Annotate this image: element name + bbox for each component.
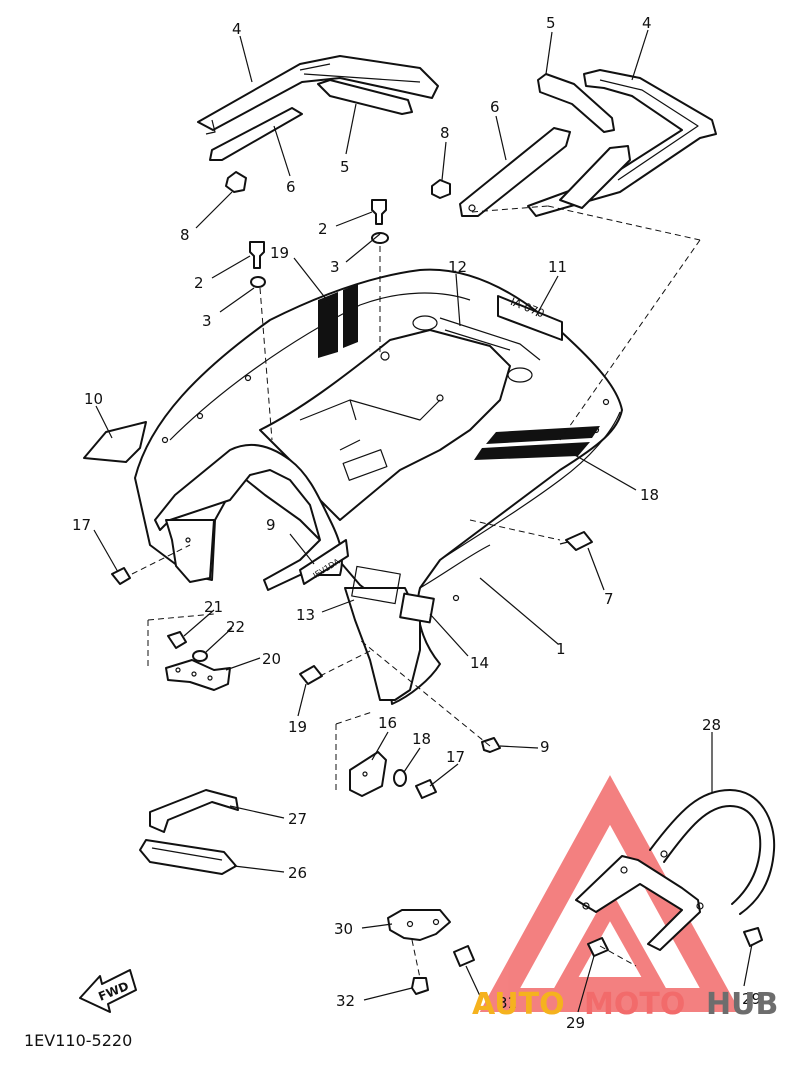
callout-22: 22 [226,618,245,636]
part-29-bolt-right [743,927,763,947]
callout-26: 26 [288,864,307,882]
callout-12: 11 [548,258,567,276]
part-8-nut-left [225,171,247,193]
part-23-side-plate [165,519,215,583]
callout-11: 10 [84,390,103,408]
callout-14: 13 [296,606,315,624]
part-28-grab-bar [575,789,776,951]
part-29-bolt-left [587,937,609,957]
callout-23: 17 [72,516,91,534]
fwd-arrow-icon: FWD [79,969,137,1013]
part-21-bolt [167,631,187,649]
callout-10: 9 [266,516,276,534]
callout-6: 6 [490,98,500,116]
callout-leader-lines [93,29,753,1013]
callout-8: 8 [440,124,450,142]
assembly-guide-lines [131,205,701,979]
callout-18: 18 [412,730,431,748]
callout-16: 16 [378,714,397,732]
part-26-pad [139,839,237,875]
callout-2: 2 [194,274,204,292]
callout-5: 5 [340,158,350,176]
part-23-bolt [111,567,131,585]
part-4-right-rail [527,69,717,217]
watermark-hub: HUB [706,987,778,1022]
part-31-bolt [453,945,475,967]
callout-30: 30 [334,920,353,938]
callout-5: 5 [546,14,556,32]
callout-9: 9 [540,738,550,756]
part-2-bolt-left [249,241,265,269]
part-4-left-rail [197,55,439,135]
part-17-bolt [415,779,437,799]
part-20-hinge-plate [165,659,231,691]
callout-2: 2 [318,220,328,238]
callout-29: 29 [566,1014,585,1032]
callout-13: 12 [448,258,467,276]
part-6-right-stay [459,127,571,217]
part-3-washer-left [250,276,266,288]
callout-24: 18 [640,486,659,504]
callout-8: 8 [180,226,190,244]
part-27-strap [149,789,239,833]
part-16-bracket [349,751,387,797]
part-5-left-bracket [317,79,413,115]
callout-27: 27 [288,810,307,828]
part-24-decal-stripes [474,426,600,460]
callout-3: 3 [330,258,340,276]
callout-21: 21 [204,598,223,616]
watermark-moto: MOTO [584,987,685,1022]
part-30-mount-bracket [387,909,451,941]
callout-19: 19 [288,718,307,736]
callout-29: 29 [742,990,761,1008]
callout-17: 17 [446,748,465,766]
part-9-bolt [481,737,501,753]
callout-7: 7 [604,590,614,608]
watermark-text: AUTO MOTO HUB [472,987,778,1022]
watermark-auto: AUTO [472,987,565,1022]
part-8-nut-right [431,179,451,199]
callout-4: 4 [642,14,652,32]
part-5-right-bracket [537,73,631,209]
callout-20: 20 [262,650,281,668]
callout-6: 6 [286,178,296,196]
callout-25: 19 [270,244,289,262]
callout-28: 28 [702,716,721,734]
part-2-bolt-center [371,199,387,225]
part-32-bolt [411,977,429,995]
part-code: 1EV110-5220 [24,1031,132,1050]
callout-labels: 4 4 5 5 6 6 8 8 2 2 3 3 19 12 11 10 18 1… [72,14,761,1032]
callout-15: 14 [470,654,489,672]
part-1-rear-fender [134,268,623,705]
part-19-screw [299,665,323,685]
callout-31: 31 [498,994,517,1012]
part-22-nut [192,650,208,662]
part-7-screw [559,531,593,551]
part-18-washer [393,769,407,787]
part-25-decal-stripes [318,284,358,358]
part-11-side-flap [83,421,147,463]
part-3-washer-center [371,232,389,244]
callout-4: 4 [232,20,242,38]
callout-3: 3 [202,312,212,330]
callout-32: 32 [336,992,355,1010]
callout-1: 1 [556,640,566,658]
part-6-left-stay [209,107,303,161]
